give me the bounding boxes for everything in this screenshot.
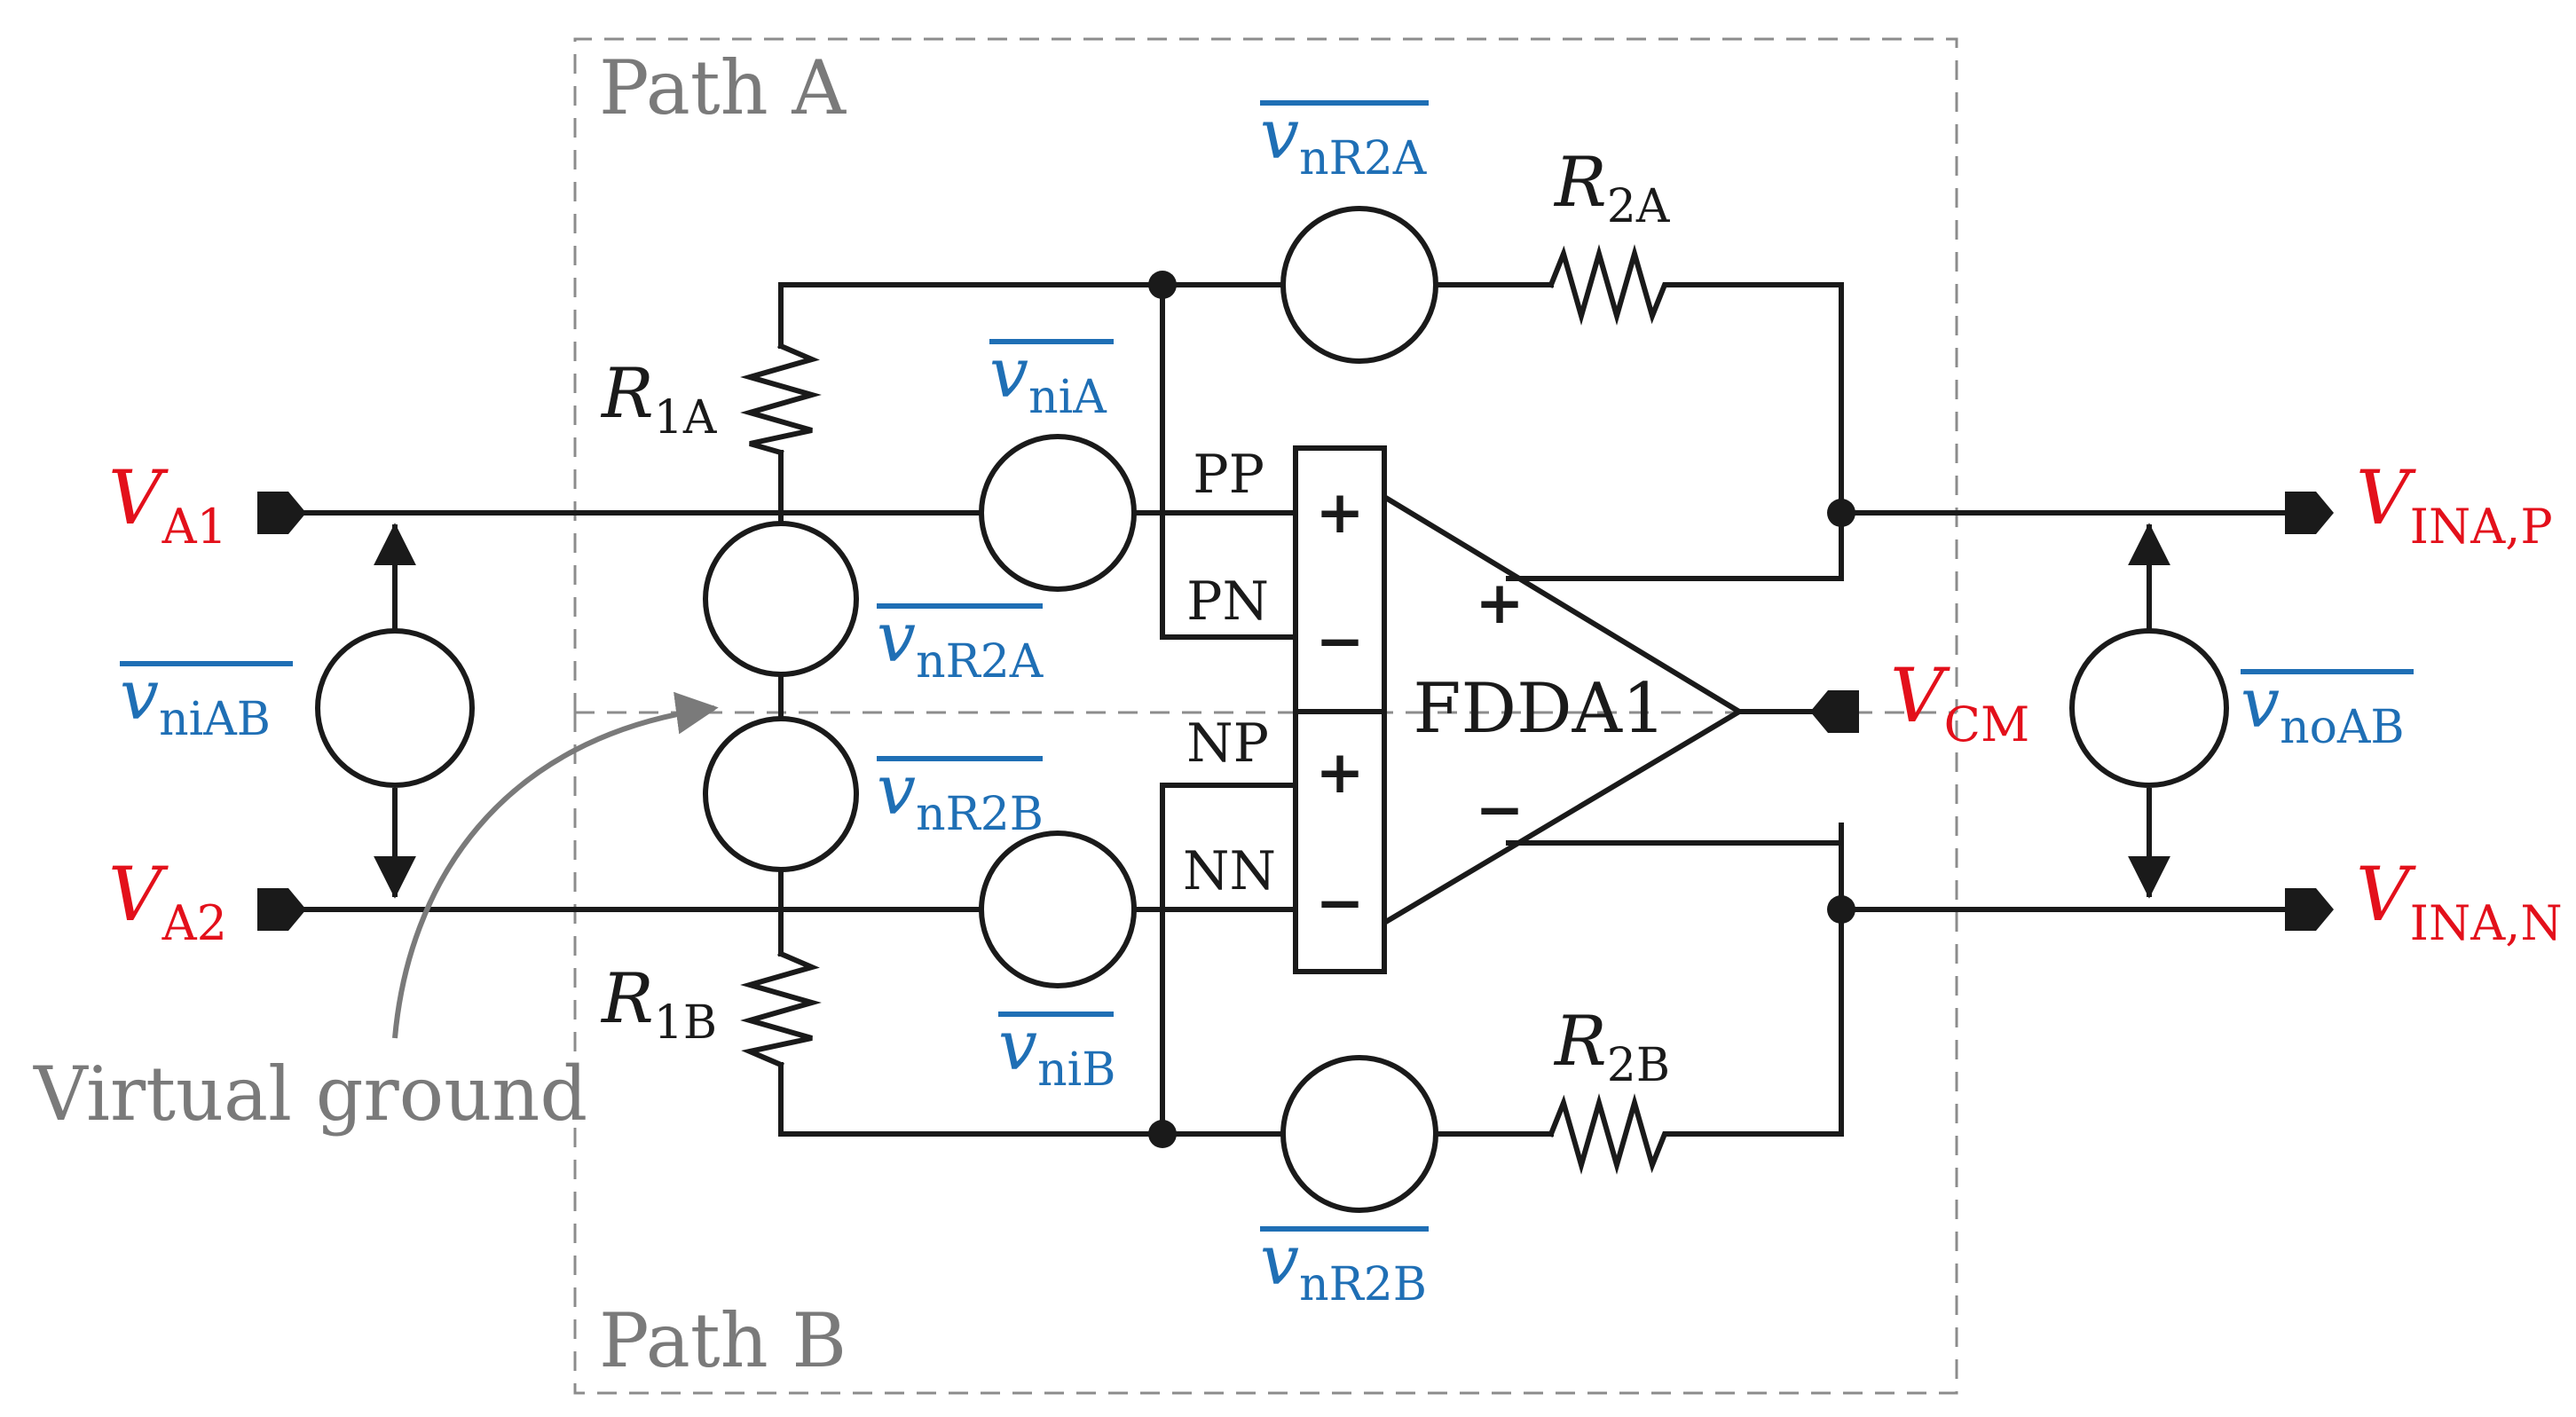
noise-source-nr2a-top — [1280, 206, 1438, 364]
resistor-r2b — [1548, 1093, 1680, 1175]
amp-in-minus-bottom: − — [1315, 868, 1364, 937]
port-vinan: VINA,N — [2285, 851, 2563, 951]
amp-out-minus: − — [1475, 775, 1524, 844]
noise-source-nia — [979, 434, 1137, 592]
amp-in-minus-top: − — [1315, 606, 1364, 675]
r1b-label: R1B — [600, 959, 717, 1050]
noise-source-nr2b-mid — [703, 716, 859, 872]
svg-text:VCM: VCM — [1890, 652, 2029, 752]
noise-source-nib — [979, 831, 1137, 988]
svg-text:vnoAB: vnoAB — [2241, 664, 2405, 754]
label-nr2b-mid: vnR2B — [877, 751, 1044, 841]
label-nr2a-mid: vnR2A — [877, 598, 1044, 689]
junction-dot-out-n — [1827, 895, 1855, 924]
path-b-label: Path B — [599, 1297, 847, 1384]
label-niab: vniAB — [120, 656, 293, 746]
amp-in-plus-top: + — [1315, 477, 1364, 547]
virtual-ground-arrow — [392, 691, 719, 1039]
amp-name: FDDA1 — [1413, 669, 1666, 749]
svg-text:vnR2B: vnR2B — [877, 751, 1044, 841]
resistor-r2a — [1548, 244, 1680, 326]
resistor-r1b — [740, 950, 822, 1068]
label-noab: vnoAB — [2241, 664, 2414, 754]
fdda1-amplifier: + − + − + − FDDA1 — [1293, 445, 1745, 974]
svg-text:VINA,N: VINA,N — [2356, 851, 2563, 951]
amp-out-plus: + — [1475, 568, 1524, 637]
label-nr2b-bot: vnR2B — [1260, 1221, 1429, 1311]
svg-text:vniA: vniA — [989, 334, 1107, 424]
port-vinap: VINA,P — [2285, 454, 2553, 555]
noise-source-nr2b-bot — [1280, 1055, 1438, 1213]
svg-text:VINA,P: VINA,P — [2356, 454, 2553, 555]
label-nia: vniA — [989, 334, 1114, 424]
label-nr2a-top: vnR2A — [1260, 95, 1429, 185]
svg-text:VA1: VA1 — [108, 454, 227, 555]
noise-source-noab — [2069, 628, 2229, 788]
r1a-label: R1A — [600, 354, 718, 445]
path-b-box — [573, 712, 1958, 1395]
pin-label-np: NP — [1186, 712, 1269, 775]
path-a-box — [573, 37, 1958, 712]
label-nib: vniB — [998, 1006, 1115, 1097]
virtual-ground-label: Virtual ground — [33, 1051, 587, 1138]
junction-dot-top — [1148, 271, 1177, 299]
svg-text:vniB: vniB — [998, 1006, 1115, 1097]
r2a-label: R2A — [1553, 143, 1671, 233]
port-va1: VA1 — [108, 454, 306, 555]
path-a-label: Path A — [599, 44, 847, 131]
amp-in-plus-bottom: + — [1315, 737, 1364, 807]
r2b-label: R2B — [1553, 1002, 1670, 1092]
junction-dot-out-p — [1827, 499, 1855, 527]
svg-text:vnR2A: vnR2A — [1260, 95, 1428, 185]
svg-text:vnR2B: vnR2B — [1260, 1221, 1427, 1311]
wiring — [299, 282, 2288, 1137]
pin-label-pn: PN — [1186, 571, 1269, 633]
noise-source-niab — [315, 628, 475, 788]
svg-text:vnR2A: vnR2A — [877, 598, 1044, 689]
noise-source-nr2a-mid — [703, 521, 859, 677]
pin-label-nn: NN — [1183, 840, 1276, 902]
svg-text:VA2: VA2 — [108, 851, 227, 951]
port-vcm: VCM — [1810, 652, 2029, 752]
port-va2: VA2 — [108, 851, 306, 951]
pin-label-pp: PP — [1193, 444, 1264, 506]
junction-dot-bottom — [1148, 1120, 1177, 1148]
resistor-r1a — [740, 342, 822, 456]
svg-text:vniAB: vniAB — [120, 656, 271, 746]
